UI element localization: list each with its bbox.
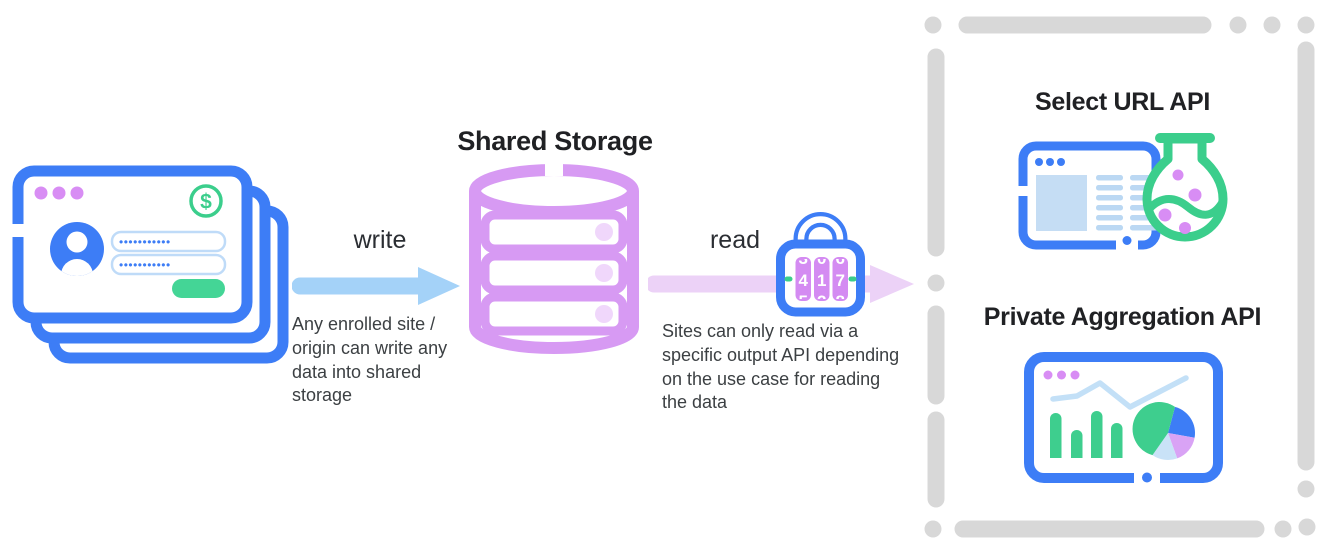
svg-text:3: 3 [799, 249, 808, 268]
window-controls-icon [1035, 158, 1065, 166]
db-row [480, 251, 628, 295]
svg-text:1: 1 [817, 271, 826, 290]
write-arrow [292, 267, 460, 305]
svg-text:6: 6 [836, 249, 845, 268]
db-row [480, 210, 628, 254]
dollar-icon: $ [189, 184, 223, 218]
select-url-api-icon [1016, 133, 1228, 251]
svg-text:5: 5 [799, 292, 808, 311]
border-dash-dot [12, 240, 24, 252]
read-description: Sites can only read via a specific outpu… [662, 321, 900, 413]
svg-text:2: 2 [817, 292, 826, 311]
write-description: Any enrolled site / origin can write any… [292, 314, 448, 406]
content-block [1036, 175, 1087, 231]
private-aggregation-api-icon [1024, 352, 1223, 484]
dial-marker [784, 276, 793, 282]
line-chart-icon [1050, 375, 1189, 410]
password-field: ••••••••••• [110, 230, 227, 253]
shared-storage-title: Shared Storage [457, 126, 653, 156]
db-row [480, 292, 628, 336]
lock-dials [795, 257, 848, 301]
svg-text:8: 8 [836, 292, 845, 311]
password-field: ••••••••••• [110, 253, 227, 276]
window-controls-icon [34, 186, 84, 200]
svg-text:4: 4 [799, 271, 809, 290]
read-label: read [709, 226, 761, 254]
experiment-flask-icon [1142, 133, 1228, 242]
svg-text:7: 7 [836, 271, 845, 290]
svg-text:0: 0 [817, 249, 826, 268]
pie-chart-icon [1132, 402, 1196, 461]
svg-text:•••••••••••: ••••••••••• [119, 235, 171, 249]
submit-button [172, 279, 225, 298]
bubble-dots [1158, 169, 1202, 234]
lock-dial-digits: 3 0 6 4 1 7 5 2 8 [799, 249, 845, 311]
combination-lock-icon: 3 0 6 4 1 7 5 2 8 [776, 212, 865, 317]
avatar [50, 222, 104, 276]
private-aggregation-api-title: Private Aggregation API [983, 303, 1262, 331]
database-icon [469, 164, 639, 354]
window-controls-icon [1043, 370, 1080, 380]
dial-marker [848, 276, 857, 282]
svg-text:$: $ [200, 191, 212, 214]
bar-chart-icon [1050, 411, 1123, 458]
select-url-api-title: Select URL API [1034, 88, 1211, 116]
write-label: write [353, 226, 407, 254]
browser-stack-icon: $ ••••••••••• ••••••••••• [10, 165, 289, 364]
svg-text:•••••••••••: ••••••••••• [119, 258, 171, 272]
